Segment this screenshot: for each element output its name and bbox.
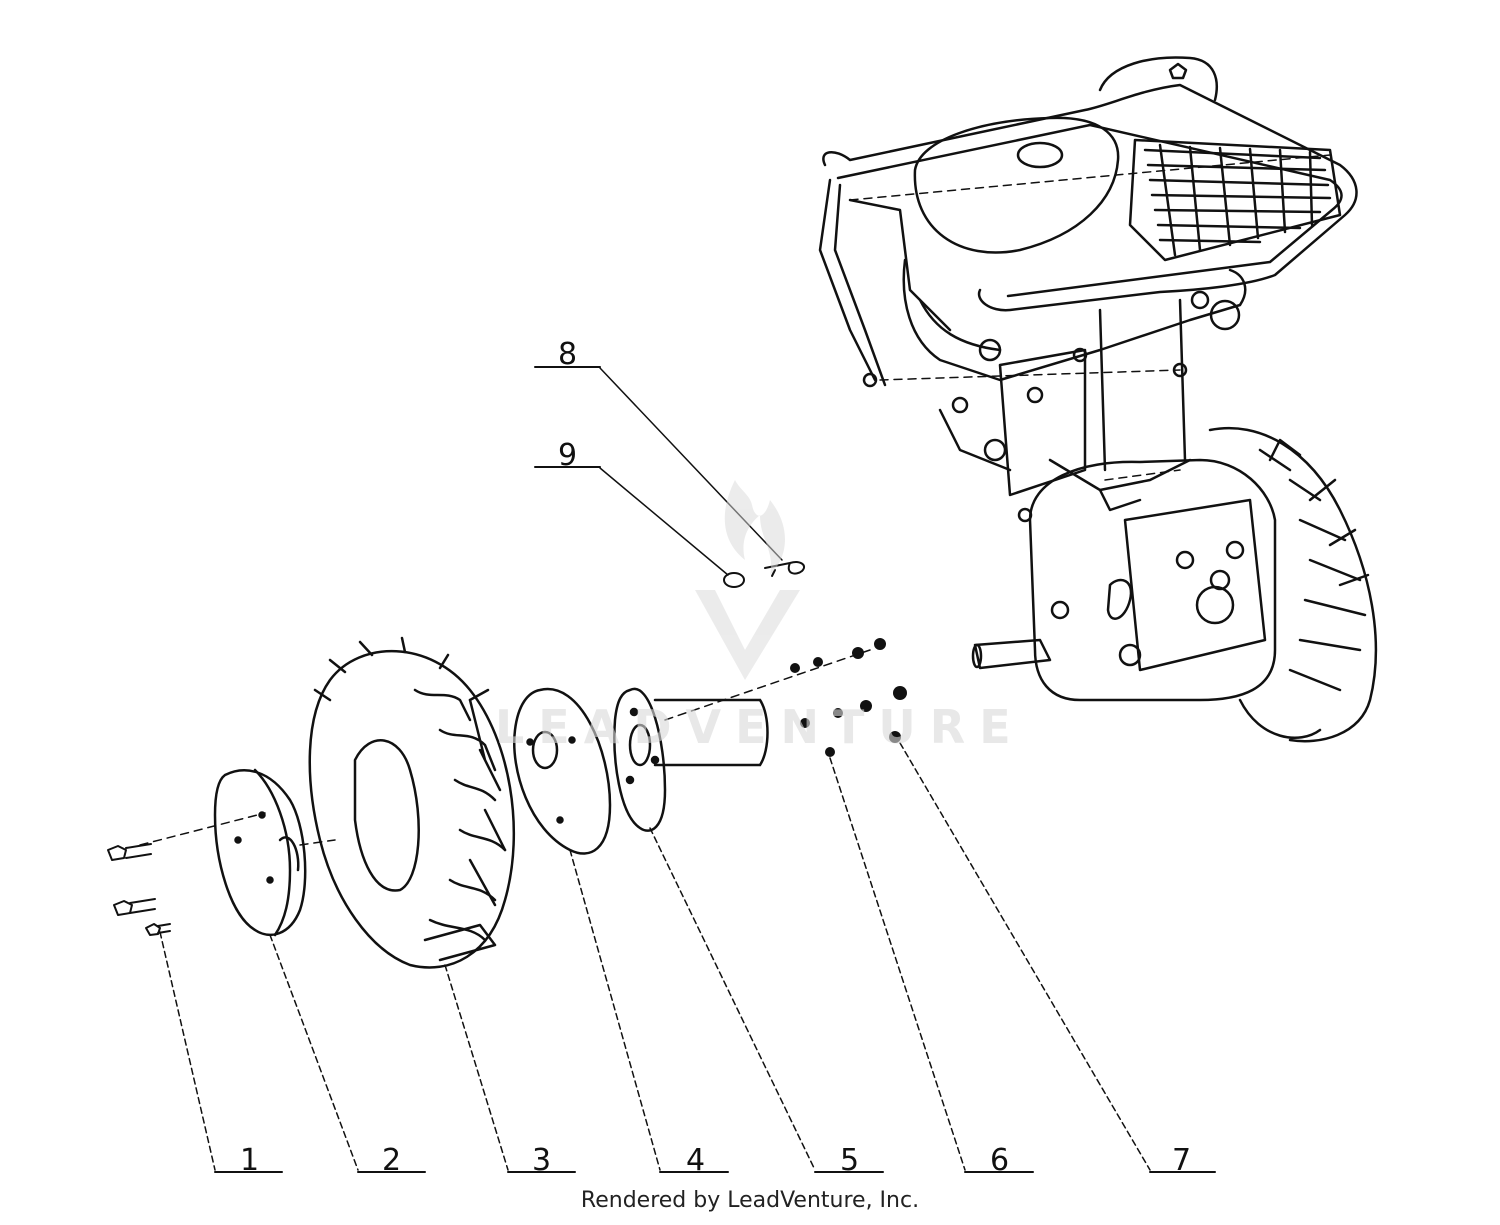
axle-sleeve <box>653 698 769 767</box>
hardware-nuts <box>790 638 907 757</box>
callout-6: 6 <box>990 1143 1009 1178</box>
callout-8: 8 <box>558 337 577 372</box>
callout-2: 2 <box>382 1143 401 1178</box>
spacer-disk <box>513 687 612 855</box>
callout-5: 5 <box>840 1143 859 1178</box>
callout-3: 3 <box>532 1143 551 1178</box>
bolts <box>107 843 171 936</box>
tiller-assembly <box>818 56 1378 743</box>
callout-underlines <box>214 366 1216 1173</box>
assembly-axis-lines <box>139 154 1331 846</box>
hub-plate <box>613 687 667 832</box>
leader-lines <box>159 742 1151 1171</box>
pins <box>723 561 806 588</box>
watermark-logo-icon <box>695 480 800 680</box>
watermark-text: LEADVENTURE <box>495 700 1025 754</box>
callout-labels: 1 2 3 4 5 6 7 8 9 <box>240 337 1191 1178</box>
leader-lines-top <box>599 367 783 576</box>
callout-7: 7 <box>1172 1143 1191 1178</box>
callout-9: 9 <box>558 438 577 473</box>
tire <box>308 636 516 969</box>
callout-4: 4 <box>686 1143 705 1178</box>
rim-cap <box>213 768 307 937</box>
callout-1: 1 <box>240 1143 259 1178</box>
rendered-by-footer: Rendered by LeadVenture, Inc. <box>580 1188 920 1213</box>
